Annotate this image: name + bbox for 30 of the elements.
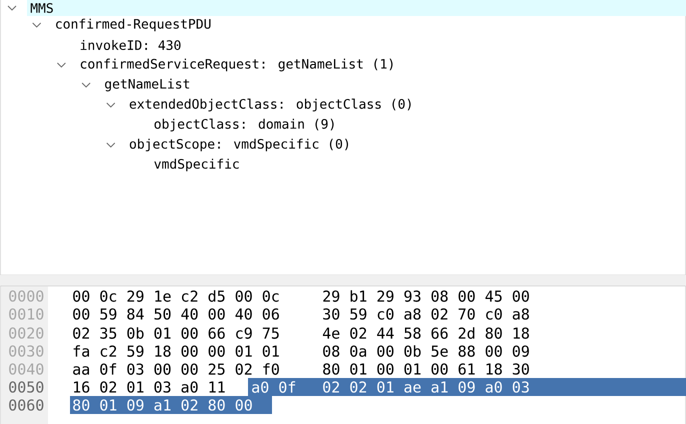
offset-label: 0030 <box>9 345 44 357</box>
hex-bytes: 4e 02 44 58 66 2d 80 18 <box>322 327 529 339</box>
hex-bytes: 30 59 c0 a8 02 70 c0 a8 <box>323 308 529 320</box>
tree-row-text: confirmed-RequestPDU <box>56 18 210 32</box>
hex-bytes: 16 02 01 03 a0 11 <box>74 381 225 393</box>
tree-row-text: objectScope: vmdSpecific (0) <box>130 138 348 152</box>
tree-row-text: confirmedServiceRequest: getNameList (1) <box>80 58 393 72</box>
hex-bytes: 02 02 01 ae a1 09 a0 03 <box>323 381 529 393</box>
hex-bytes: fa c2 59 18 00 00 01 01 <box>74 345 279 357</box>
tree-row-text: vmdSpecific <box>154 158 239 172</box>
offset-label: 0020 <box>9 327 44 339</box>
tree-row-text: extendedObjectClass: objectClass (0) <box>130 98 411 112</box>
hex-bytes: 80 01 09 a1 02 80 00 <box>73 399 252 411</box>
hex-bytes: 80 01 00 01 00 61 18 30 <box>323 363 529 375</box>
tree-row-text: invokeID: 430 <box>80 40 180 50</box>
offset-label: 0040 <box>9 363 44 375</box>
hex-bytes: 00 0c 29 1e c2 d5 00 0c <box>73 290 279 302</box>
tree-row-text: MMS <box>30 3 53 13</box>
hex-bytes: 00 59 84 50 40 00 40 06 <box>73 308 279 320</box>
hex-bytes: 29 b1 29 93 08 00 45 00 <box>323 290 529 302</box>
tree-row-text: objectClass: domain (9) <box>154 118 334 132</box>
hex-bytes: 02 35 0b 01 00 66 c9 75 <box>73 327 279 339</box>
hex-bytes: aa 0f 03 00 00 25 02 f0 <box>73 363 279 375</box>
offset-label: 0010 <box>9 308 44 320</box>
hex-bytes: 08 0a 00 0b 5e 88 00 09 <box>323 345 529 357</box>
tree-row-text: getNameList <box>105 78 190 92</box>
offset-label: 0050 <box>9 381 44 393</box>
offset-label: 0060 <box>9 399 44 411</box>
hex-bytes: a0 0f <box>252 381 296 393</box>
offset-label: 0000 <box>9 290 44 302</box>
